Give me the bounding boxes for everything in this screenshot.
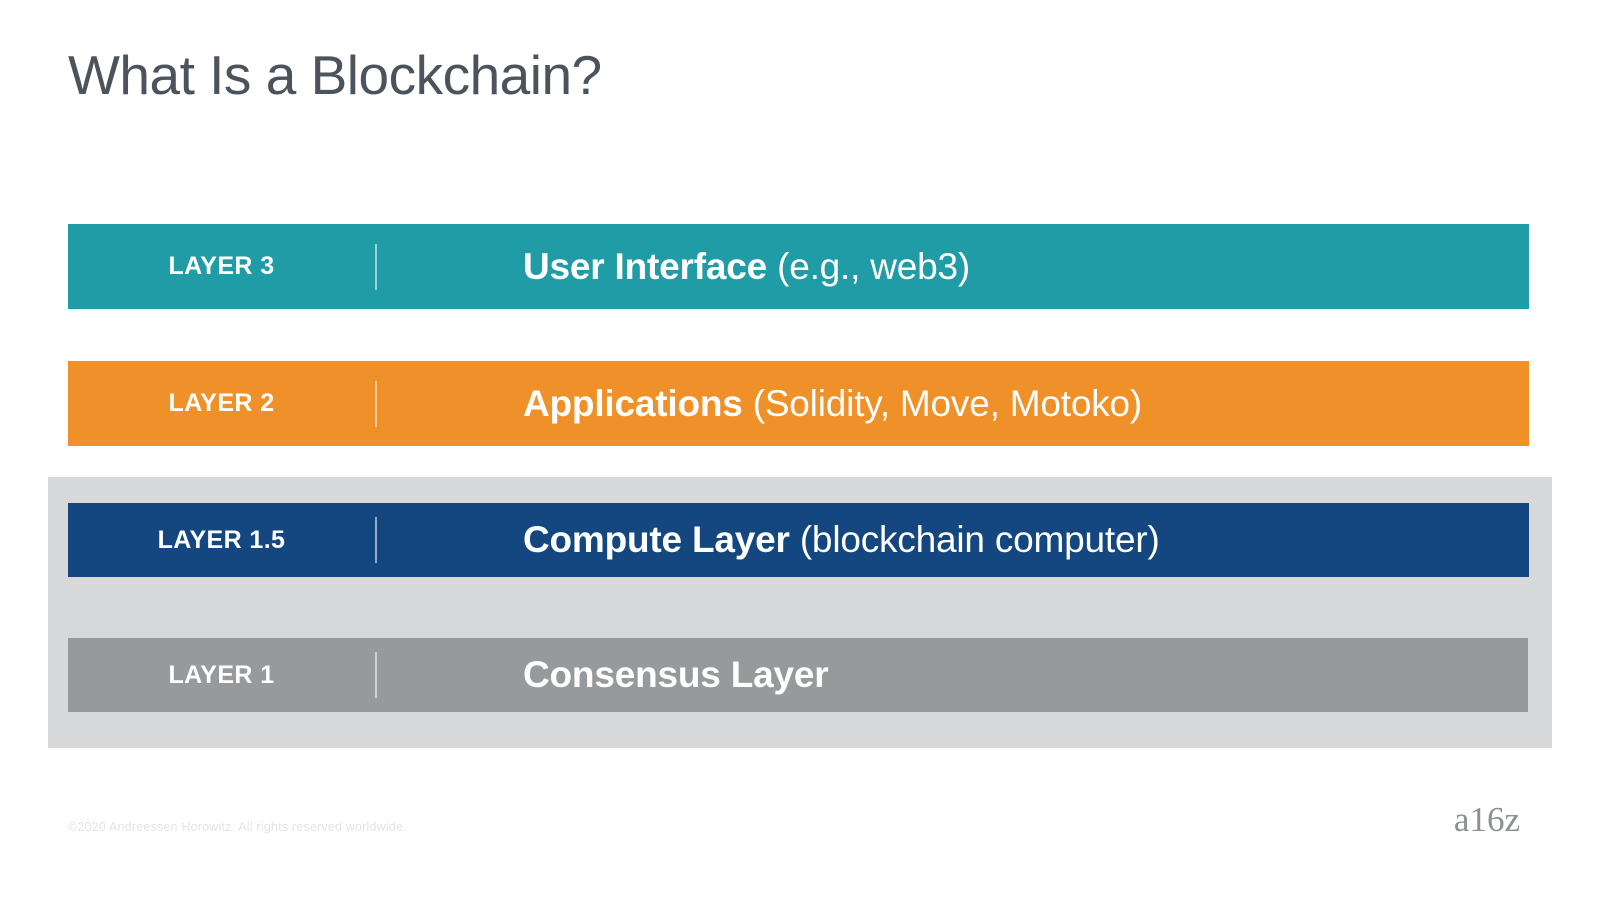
layer-name-1-5: Compute Layer [523,519,790,560]
layer-tag-1: LAYER 1 [168,660,275,689]
layer-row-1[interactable]: LAYER 1 Consensus Layer [68,638,1528,712]
divider-line-1-5 [375,517,377,563]
layer-tag-3: LAYER 3 [168,252,275,280]
layer-description-2: Applications (Solidity, Move, Motoko) [377,383,1529,425]
divider-line-3 [375,243,377,290]
layer-name-1: Consensus Layer [523,654,829,695]
copyright-notice: ©2020 Andreessen Horowitz. All rights re… [68,820,407,834]
layer-row-1-5[interactable]: LAYER 1.5 Compute Layer (blockchain comp… [68,503,1529,577]
layer-description-3: User Interface (e.g., web3) [377,246,1529,288]
layer-detail-2: (Solidity, Move, Motoko) [742,382,1143,424]
divider-line-2 [375,380,377,427]
layer-name-3: User Interface [523,245,767,287]
layer-description-1: Consensus Layer [377,654,1528,696]
layer-tag-2: LAYER 2 [168,389,275,417]
page-title: What Is a Blockchain? [68,44,602,106]
layer-detail-3: (e.g., web3) [767,245,971,287]
layer-description-1-5: Compute Layer (blockchain computer) [377,519,1529,561]
layer-row-3[interactable]: LAYER 3 User Interface (e.g., web3) [68,224,1529,309]
layer-row-2[interactable]: LAYER 2 Applications (Solidity, Move, Mo… [68,361,1529,446]
layer-detail-1-5: (blockchain computer) [789,519,1160,560]
layer-tag-1-5: LAYER 1.5 [157,525,286,554]
divider-line-1 [375,652,377,698]
a16z-logo: a16z [1453,800,1520,839]
layer-name-2: Applications [523,382,743,424]
